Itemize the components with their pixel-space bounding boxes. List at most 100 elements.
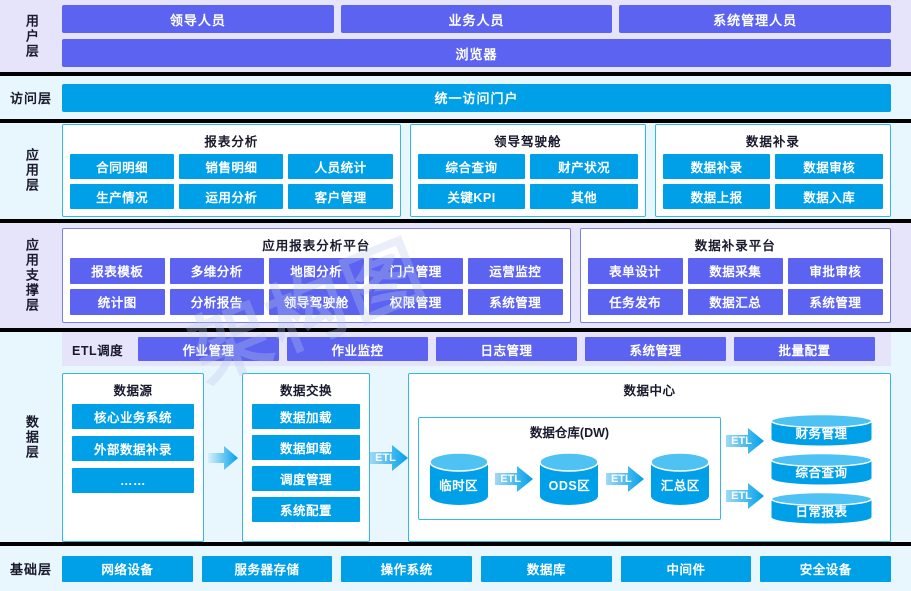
support-item-statistical-chart[interactable]: 统计图 [70, 288, 165, 315]
app-item-other[interactable]: 其他 [530, 184, 638, 210]
flow-arrow-exchange-to-center: ETL [370, 373, 408, 542]
app-group-data-entry: 数据补录 数据补录 数据审核 数据上报 数据入库 [654, 124, 891, 218]
etl-arrow-output-bottom: ETL [726, 481, 764, 511]
app-item-sales-detail[interactable]: 销售明细 [179, 154, 284, 180]
base-item-server-storage[interactable]: 服务器存储 [201, 555, 333, 582]
app-item-data-entry[interactable]: 数据补录 [662, 154, 771, 180]
user-role-business[interactable]: 业务人员 [340, 5, 613, 34]
cylinder-ods-zone: ODS区 [538, 451, 600, 507]
app-item-personnel-stats[interactable]: 人员统计 [288, 154, 393, 180]
app-item-customer-management[interactable]: 客户管理 [288, 184, 393, 210]
support-item-system-management[interactable]: 系统管理 [468, 288, 563, 315]
etl-schedule-strip: ETL调度 作业管理 作业监控 日志管理 系统管理 批量配置 [62, 332, 891, 367]
etl-item-log-management[interactable]: 日志管理 [436, 337, 577, 362]
access-portal[interactable]: 统一访问门户 [62, 83, 891, 112]
etl-arrow-label: ETL [375, 451, 396, 464]
etl-arrow-output-top: ETL [726, 426, 764, 456]
data-exchange-load[interactable]: 数据加载 [252, 404, 360, 430]
data-source-more[interactable]: …… [72, 468, 194, 494]
layer-label-data: 数据层 [23, 414, 39, 460]
app-group-leader-cockpit: 领导驾驶舱 综合查询 财产状况 关键KPI 其他 [409, 124, 646, 218]
etl-arrow-icon: ETL [370, 443, 408, 473]
layer-label-base: 基础层 [9, 562, 52, 578]
etl-arrow-label: ETL [731, 490, 752, 503]
flow-arrow-source-to-exchange [204, 373, 242, 542]
separator-1 [0, 72, 911, 77]
support-item-form-design[interactable]: 表单设计 [587, 257, 683, 284]
app-item-key-kpi[interactable]: 关键KPI [417, 184, 526, 210]
app-group-title: 报表分析 [204, 135, 259, 150]
app-item-operation-analysis[interactable]: 运用分析 [179, 184, 284, 210]
support-group-title: 应用报表分析平台 [262, 238, 371, 253]
support-item-portal-management[interactable]: 门户管理 [368, 257, 463, 284]
base-item-database[interactable]: 数据库 [481, 555, 612, 582]
support-item-approval-review[interactable]: 审批审核 [787, 257, 883, 284]
cylinder-summary-zone: 汇总区 [649, 451, 711, 507]
support-item-system-management-2[interactable]: 系统管理 [787, 288, 883, 315]
etl-arrow-temp-to-ods: ETL [495, 464, 534, 494]
user-client-row: 浏览器 [62, 39, 911, 68]
support-item-report-template[interactable]: 报表模板 [70, 257, 165, 284]
data-flow-row: 数据源 核心业务系统 外部数据补录 …… [62, 373, 891, 543]
support-item-data-summary[interactable]: 数据汇总 [687, 288, 783, 315]
cylinder-label: 临时区 [439, 479, 479, 494]
etl-item-job-monitoring[interactable]: 作业监控 [287, 337, 428, 362]
layer-user: 用户层 领导人员 业务人员 系统管理人员 浏览器 [0, 0, 911, 73]
layer-label-access: 访问层 [9, 91, 52, 107]
data-source-external-entry[interactable]: 外部数据补录 [72, 436, 194, 462]
cylinder-temp-zone: 临时区 [428, 451, 490, 507]
app-item-data-warehousing[interactable]: 数据入库 [775, 184, 883, 210]
support-item-permission-management[interactable]: 权限管理 [368, 288, 463, 315]
etl-arrow-label: ETL [731, 435, 752, 448]
app-item-data-report[interactable]: 数据上报 [662, 184, 771, 210]
app-group-title: 领导驾驶舱 [494, 135, 562, 150]
app-item-contract-detail[interactable]: 合同明细 [70, 154, 175, 180]
user-role-sysadmin[interactable]: 系统管理人员 [619, 5, 892, 34]
support-item-analysis-report[interactable]: 分析报告 [169, 288, 264, 315]
separator-2 [0, 119, 911, 124]
support-group-data-entry-platform: 数据补录平台 表单设计 数据采集 审批审核 任务发布 数据汇总 系统管理 [579, 227, 891, 323]
data-source-core-system[interactable]: 核心业务系统 [72, 404, 194, 430]
base-item-middleware[interactable]: 中间件 [620, 555, 752, 582]
data-source-title: 数据源 [113, 384, 153, 399]
user-role-leader[interactable]: 领导人员 [62, 5, 334, 34]
user-roles-row: 领导人员 业务人员 系统管理人员 [62, 5, 911, 34]
support-item-leader-cockpit[interactable]: 领导驾驶舱 [269, 288, 364, 315]
data-warehouse-title: 数据仓库(DW) [529, 426, 610, 441]
user-client-browser[interactable]: 浏览器 [62, 39, 891, 68]
app-group-report-analysis: 报表分析 合同明细 销售明细 人员统计 生产情况 运用分析 客户管理 [62, 124, 401, 218]
support-item-map-analysis[interactable]: 地图分析 [269, 257, 364, 284]
support-group-title: 数据补录平台 [694, 238, 776, 253]
data-source-panel: 数据源 核心业务系统 外部数据补录 …… [62, 373, 204, 543]
etl-arrow-label: ETL [500, 473, 521, 486]
support-item-task-publish[interactable]: 任务发布 [587, 288, 683, 315]
support-item-data-collection[interactable]: 数据采集 [687, 257, 783, 284]
etl-item-system-management[interactable]: 系统管理 [585, 337, 726, 362]
base-item-network-device[interactable]: 网络设备 [62, 555, 193, 582]
cylinder-label: 日常报表 [795, 504, 848, 519]
support-item-operation-monitoring[interactable]: 运营监控 [468, 257, 563, 284]
layer-label-user: 用户层 [23, 13, 39, 59]
app-item-data-audit[interactable]: 数据审核 [775, 154, 883, 180]
app-group-title: 数据补录 [745, 135, 800, 150]
data-exchange-title: 数据交换 [279, 384, 332, 399]
app-item-production-status[interactable]: 生产情况 [70, 184, 175, 210]
support-group-report-platform: 应用报表分析平台 报表模板 多维分析 地图分析 门户管理 运营监控 统计图 分析… [62, 227, 571, 323]
base-item-operating-system[interactable]: 操作系统 [341, 555, 473, 582]
data-exchange-config[interactable]: 系统配置 [252, 497, 360, 523]
cylinder-daily-report: 日常报表 [769, 491, 874, 525]
cylinder-comprehensive-query: 综合查询 [769, 452, 874, 486]
cylinder-finance-management: 财务管理 [769, 413, 874, 447]
etl-schedule-label: ETL调度 [72, 343, 124, 358]
app-item-property-status[interactable]: 财产状况 [530, 154, 638, 180]
base-item-security-device[interactable]: 安全设备 [760, 555, 892, 582]
app-item-comprehensive-query[interactable]: 综合查询 [417, 154, 526, 180]
support-item-multidim-analysis[interactable]: 多维分析 [169, 257, 264, 284]
data-exchange-unload[interactable]: 数据卸载 [252, 435, 360, 461]
data-exchange-schedule[interactable]: 调度管理 [252, 466, 360, 492]
etl-item-job-management[interactable]: 作业管理 [138, 337, 279, 362]
etl-item-batch-config[interactable]: 批量配置 [734, 337, 875, 362]
layer-data: 数据层 ETL调度 作业管理 作业监控 日志管理 系统管理 批量配置 数据源 [0, 332, 911, 543]
separator-4 [0, 328, 911, 333]
